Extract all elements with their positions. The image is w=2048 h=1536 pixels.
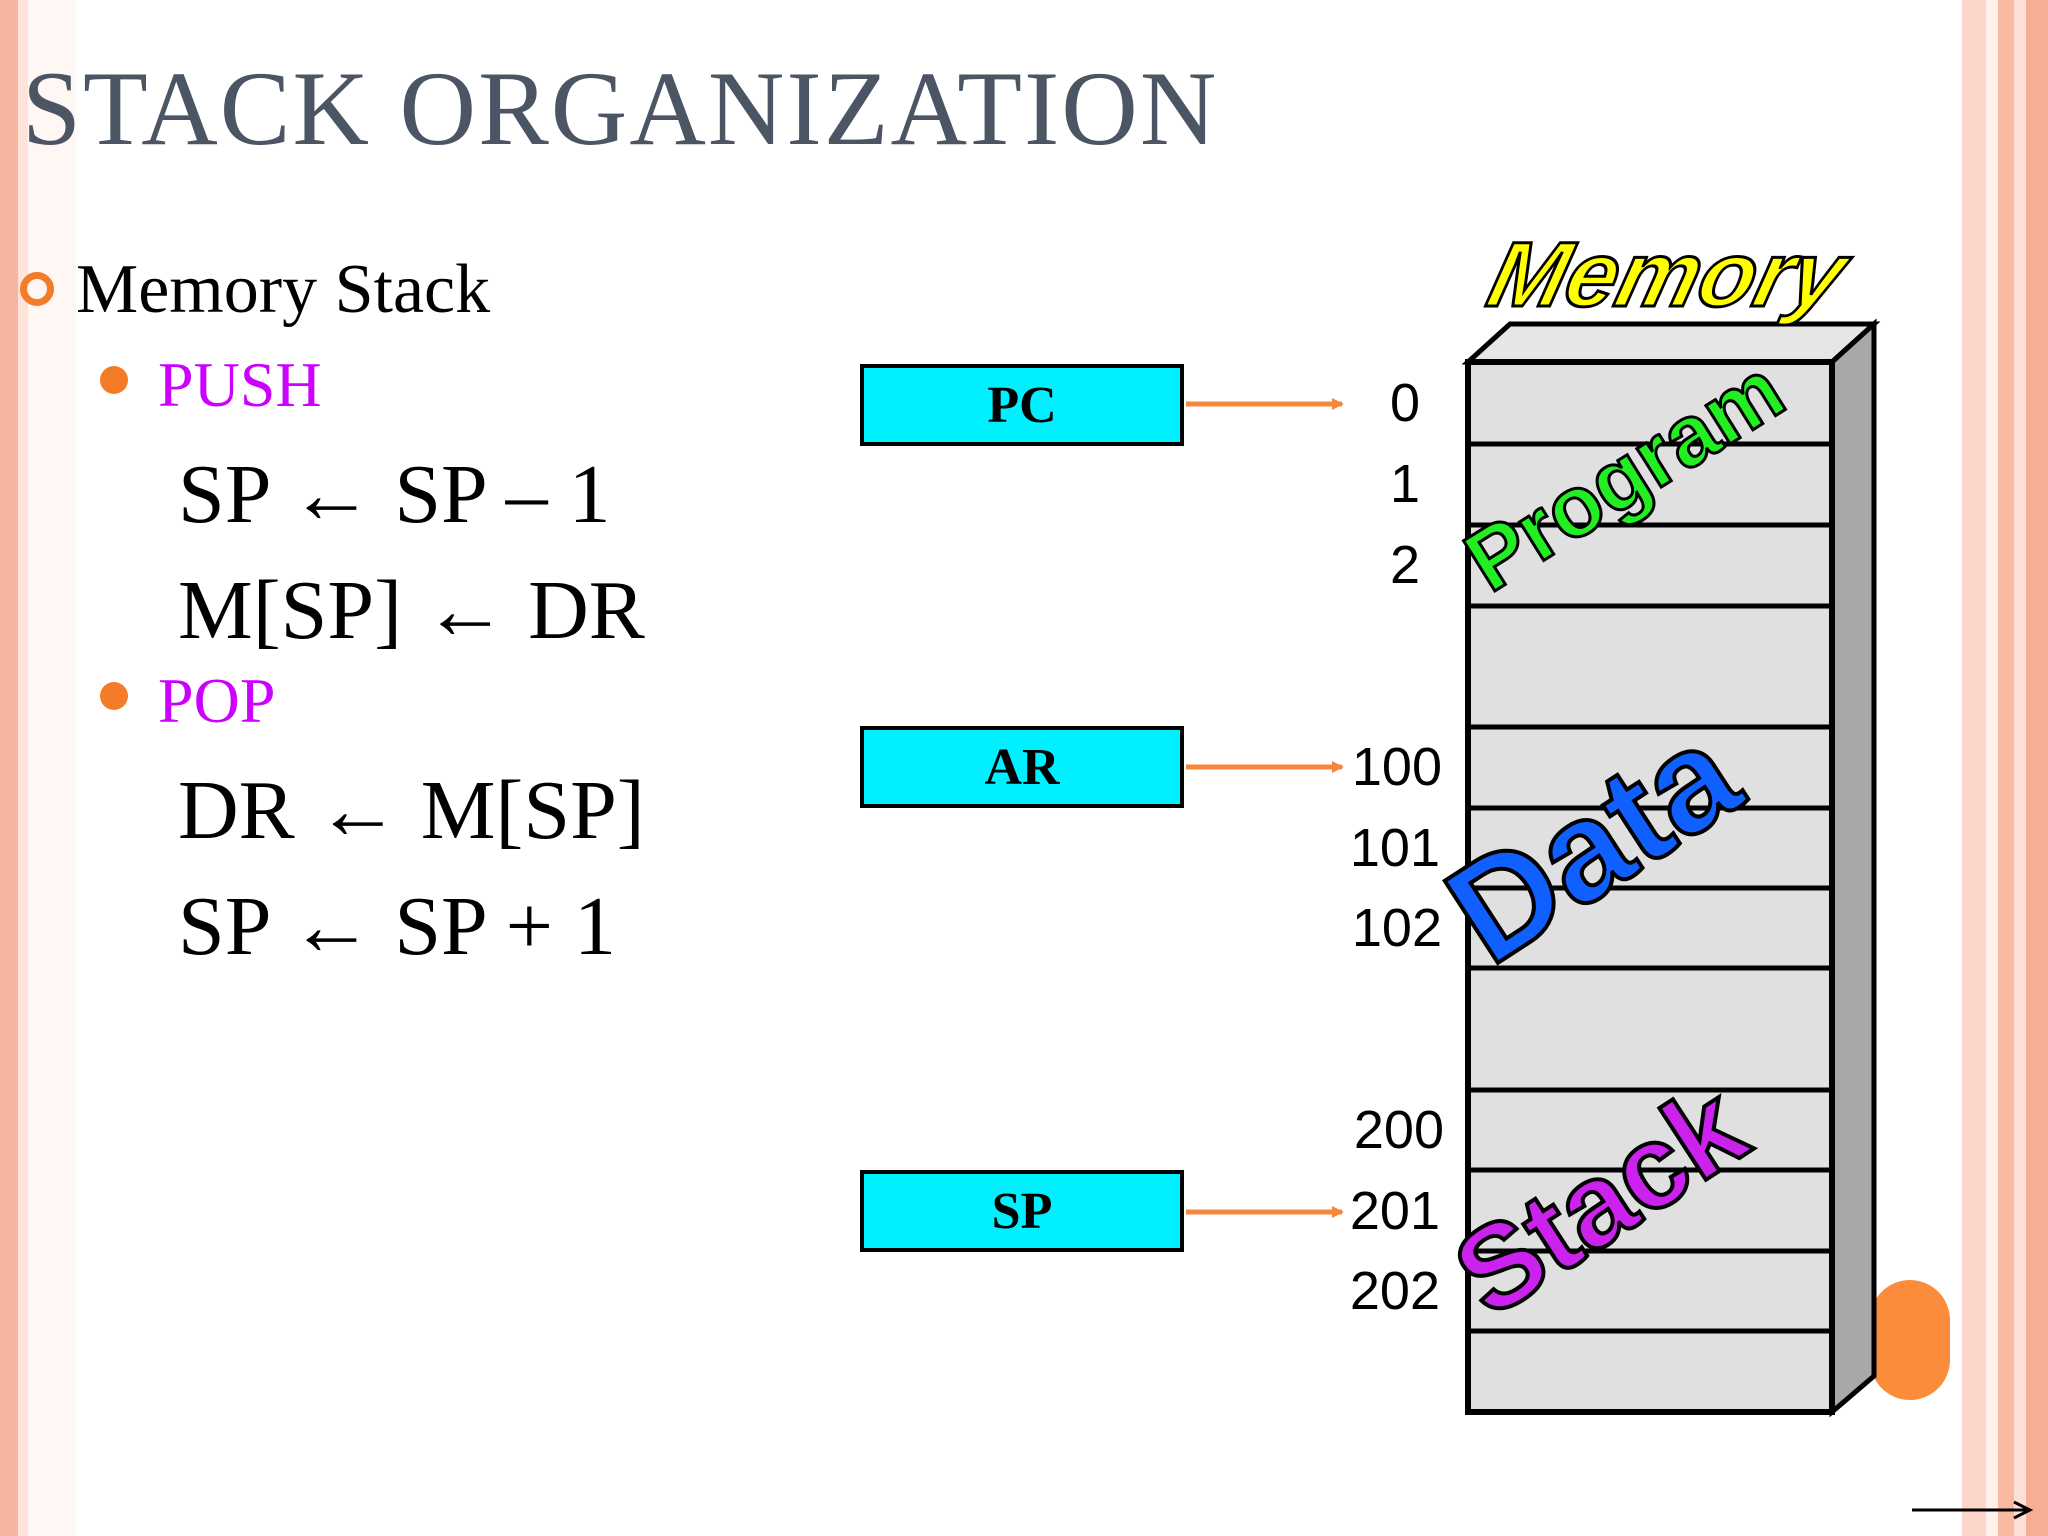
memory-row-lines xyxy=(1468,441,1832,1334)
memory-side-face xyxy=(1829,318,1877,1418)
bullet-dot-icon xyxy=(100,366,128,394)
memory-top-face xyxy=(1461,321,1881,365)
bullet-dot-icon xyxy=(100,682,128,710)
address-label: 1 xyxy=(1389,454,1420,514)
slide-title: STACK ORGANIZATION xyxy=(22,50,1219,167)
address-label: 200 xyxy=(1353,1100,1444,1160)
push-equation-2: M[SP] ← DR xyxy=(178,564,645,657)
address-label: 100 xyxy=(1351,737,1442,797)
decorative-circle xyxy=(1870,1280,1950,1400)
left-border-stripe xyxy=(28,0,76,1536)
address-label: 0 xyxy=(1389,373,1420,433)
address-label: 202 xyxy=(1349,1261,1440,1321)
bullet-memory-stack: Memory Stack xyxy=(76,251,491,328)
right-border-stripe xyxy=(1998,0,2014,1536)
pop-label: POP xyxy=(158,665,276,736)
bullet-ring-icon xyxy=(20,272,54,306)
right-border-stripe xyxy=(1986,0,1998,1536)
right-border-stripe xyxy=(1962,0,1986,1536)
right-border-stripe xyxy=(2026,0,2048,1536)
left-border-stripe xyxy=(18,0,28,1536)
push-label: PUSH xyxy=(158,349,322,420)
address-label: 102 xyxy=(1351,898,1442,958)
address-label: 2 xyxy=(1389,535,1420,595)
right-border-stripe xyxy=(2014,0,2026,1536)
pop-equation-2: SP ← SP + 1 xyxy=(178,880,617,973)
register-pc: PC xyxy=(860,364,1184,446)
address-label: 201 xyxy=(1349,1181,1440,1241)
push-equation-1: SP ← SP – 1 xyxy=(178,448,611,541)
register-ar: AR xyxy=(860,726,1184,808)
left-border-stripe xyxy=(0,0,18,1536)
pop-equation-1: DR ← M[SP] xyxy=(178,764,645,857)
register-sp: SP xyxy=(860,1170,1184,1252)
address-label: 101 xyxy=(1349,818,1440,878)
memory-label: Memory xyxy=(1479,222,1861,325)
next-arrow-head-icon xyxy=(2013,1500,2034,1520)
